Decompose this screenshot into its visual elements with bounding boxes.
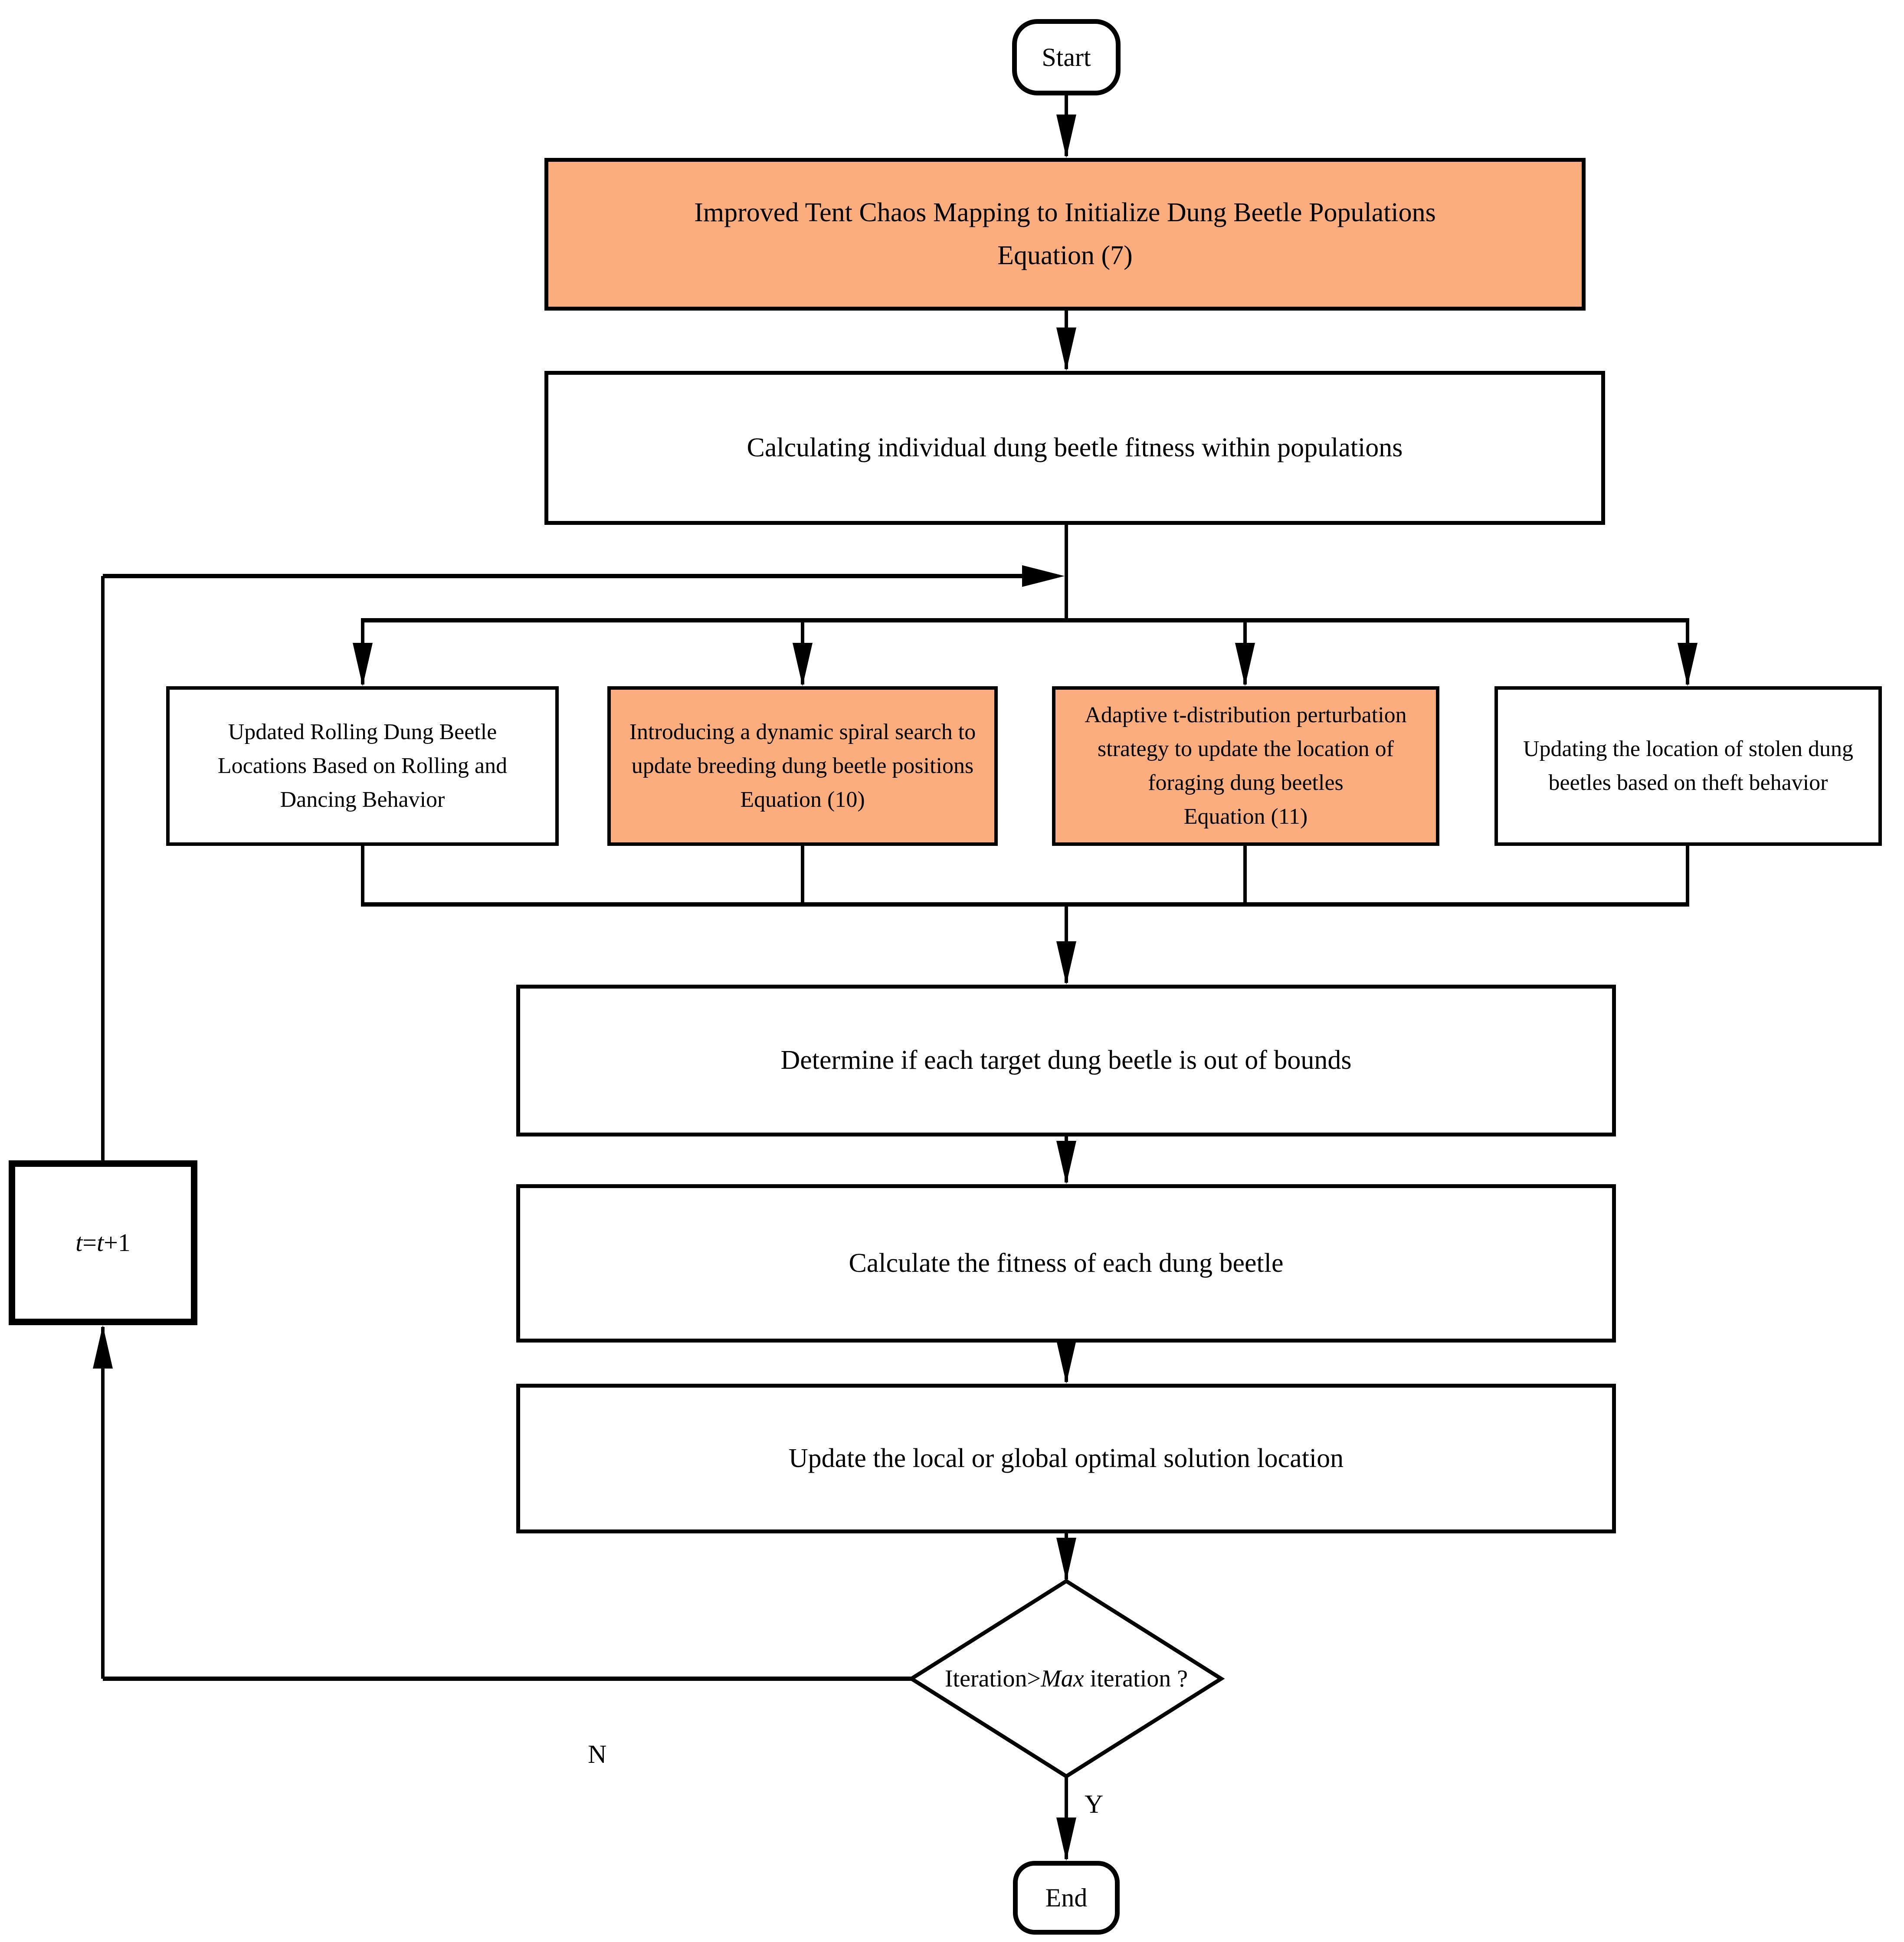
bounds-text: Determine if each target dung beetle is …	[780, 1045, 1352, 1075]
decision-label: Iteration>Max iteration ?	[911, 1581, 1221, 1776]
decision-prefix: Iteration>	[944, 1665, 1041, 1692]
foraging-node: Adaptive t-distribution perturbation str…	[1052, 686, 1439, 846]
population-fitness-text: Calculating individual dung beetle fitne…	[747, 432, 1403, 462]
arrowhead-into-bounds	[1056, 941, 1076, 985]
counter-text: t=t+1	[75, 1223, 131, 1263]
end-label: End	[1045, 1883, 1088, 1912]
bounds-node: Determine if each target dung beetle is …	[516, 985, 1616, 1136]
decision-diamond-shape	[908, 1578, 1225, 1779]
arrowhead-into-stealing	[1678, 643, 1698, 686]
calc-fitness-node: Calculate the fitness of each dung beetl…	[516, 1184, 1616, 1343]
end-node: End	[1013, 1861, 1120, 1935]
arrowhead-into-end	[1056, 1818, 1076, 1861]
update-best-node: Update the local or global optimal solut…	[516, 1384, 1616, 1533]
start-label: Start	[1042, 43, 1091, 72]
arrowhead-into-foraging	[1235, 643, 1255, 686]
arrowhead-into-counter	[93, 1325, 113, 1369]
stealing-node: Updating the location of stolen dung bee…	[1494, 686, 1882, 846]
arrowhead-into-calc	[1056, 1141, 1076, 1184]
arrowhead-into-update	[1056, 1340, 1076, 1384]
init-text: Improved Tent Chaos Mapping to Initializ…	[694, 197, 1436, 227]
decision-italic: Max	[1041, 1665, 1084, 1692]
breeding-equation: Equation (10)	[740, 787, 865, 812]
arrowhead-into-rolling	[353, 643, 373, 686]
breeding-text: Introducing a dynamic spiral search to u…	[629, 720, 976, 778]
yes-branch-label: Y	[1085, 1790, 1104, 1818]
decision-text: Iteration>Max iteration ?	[945, 1665, 1188, 1693]
foraging-text: Adaptive t-distribution perturbation str…	[1085, 703, 1407, 795]
rolling-node: Updated Rolling Dung Beetle Locations Ba…	[166, 686, 559, 846]
update-best-text: Update the local or global optimal solut…	[788, 1443, 1344, 1473]
foraging-equation: Equation (11)	[1183, 804, 1308, 829]
arrowhead-into-breeding	[793, 643, 813, 686]
rolling-text: Updated Rolling Dung Beetle Locations Ba…	[217, 720, 508, 812]
start-node: Start	[1012, 19, 1121, 95]
counter-node: t=t+1	[9, 1160, 197, 1325]
counter-t1: t	[75, 1228, 83, 1257]
arrowhead-into-init	[1056, 115, 1076, 158]
population-fitness-node: Calculating individual dung beetle fitne…	[544, 371, 1605, 525]
no-branch-label: N	[588, 1740, 607, 1768]
init-node: Improved Tent Chaos Mapping to Initializ…	[544, 158, 1586, 311]
calc-fitness-text: Calculate the fitness of each dung beetl…	[849, 1248, 1284, 1278]
counter-t2: t	[97, 1228, 104, 1257]
arrowhead-feedback-right	[1022, 565, 1065, 587]
arrowhead-into-fitness	[1056, 327, 1076, 371]
counter-equals: =	[82, 1228, 97, 1257]
decision-suffix: iteration ?	[1084, 1665, 1188, 1692]
stealing-text: Updating the location of stolen dung bee…	[1523, 737, 1854, 795]
counter-plus: +1	[104, 1228, 131, 1257]
init-equation: Equation (7)	[997, 241, 1133, 270]
breeding-node: Introducing a dynamic spiral search to u…	[607, 686, 998, 846]
arrowhead-into-decision	[1056, 1538, 1076, 1581]
